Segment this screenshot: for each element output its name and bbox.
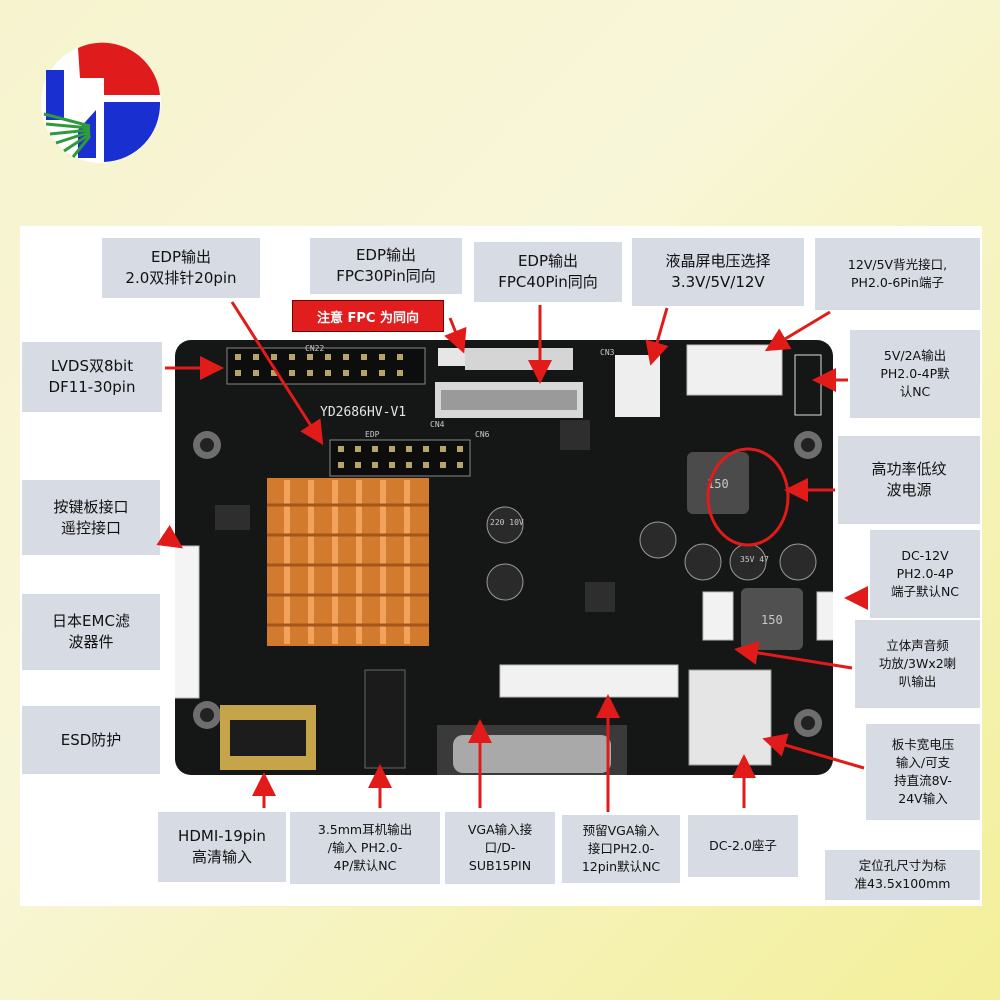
silk-cap-220: 220 10V <box>490 518 524 527</box>
label-5v-output: 5V/2A输出 PH2.0-4P默 认NC <box>850 330 980 418</box>
label-vga-input: VGA输入接 口/D- SUB15PIN <box>445 812 555 884</box>
label-lvds: LVDS双8bit DF11-30pin <box>22 342 162 412</box>
silk-cn3: CN3 <box>600 348 615 357</box>
label-wide-voltage: 板卡宽电压 输入/可支 持直流8V- 24V输入 <box>866 724 980 820</box>
label-hole-size: 定位孔尺寸为标 准43.5x100mm <box>825 850 980 900</box>
silk-inductor-2: 150 <box>761 613 783 627</box>
label-vga-reserved: 预留VGA输入 接口PH2.0- 12pin默认NC <box>562 815 680 883</box>
label-edp-20pin: EDP输出 2.0双排针20pin <box>102 238 260 298</box>
pcb-board: YD2686HV-V1 CN22 EDP CN4 CN6 CN3 220 10V… <box>175 340 833 775</box>
label-hdmi: HDMI-19pin 高清输入 <box>158 812 286 882</box>
board-model: YD2686HV-V1 <box>320 405 407 420</box>
label-keypad: 按键板接口 遥控接口 <box>22 480 160 555</box>
fpc-note: 注意 FPC 为同向 <box>292 300 444 332</box>
label-esd: ESD防护 <box>22 706 160 774</box>
label-lcd-voltage: 液晶屏电压选择 3.3V/5V/12V <box>632 238 804 306</box>
silk-cn22: CN22 <box>305 344 325 353</box>
silk-edp: EDP <box>365 430 380 439</box>
label-earphone: 3.5mm耳机输出 /输入 PH2.0- 4P/默认NC <box>290 812 440 884</box>
label-audio-amp: 立体声音频 功放/3Wx2喇 叭输出 <box>855 620 980 708</box>
silk-inductor-1: 150 <box>707 477 729 491</box>
label-power-supply: 高功率低纹 波电源 <box>838 436 980 524</box>
label-dc12v: DC-12V PH2.0-4P 端子默认NC <box>870 530 980 618</box>
silk-cn6: CN6 <box>475 430 490 439</box>
label-dc-socket: DC-2.0座子 <box>688 815 798 877</box>
label-backlight: 12V/5V背光接口, PH2.0-6Pin端子 <box>815 238 980 310</box>
board-components <box>175 344 833 775</box>
label-edp-fpc40: EDP输出 FPC40Pin同向 <box>474 242 622 302</box>
silk-cn4: CN4 <box>430 420 445 429</box>
label-emc: 日本EMC滤 波器件 <box>22 594 160 670</box>
label-edp-fpc30: EDP输出 FPC30Pin同向 <box>310 238 462 294</box>
silk-cap-47: 35V 47 <box>740 555 769 564</box>
lg-logo-icon <box>41 42 161 163</box>
